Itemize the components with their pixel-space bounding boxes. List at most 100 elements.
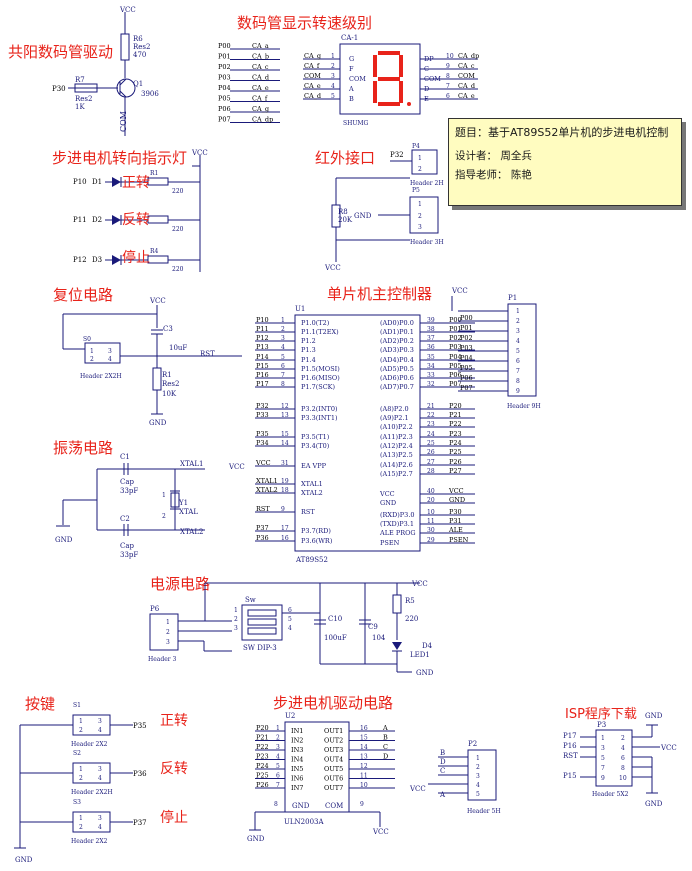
svg-text:R1: R1 (162, 371, 172, 379)
mcu-left-pin-num: 12 (281, 403, 289, 410)
mcu-right-net: P02 (449, 334, 462, 342)
mcu-left-net: P13 (256, 343, 269, 351)
mcu-left-pin-name: P3.2(INT0) (301, 405, 338, 413)
uln-in-pin: 6 (276, 773, 280, 780)
ca1-right-net: CA_dp (458, 52, 479, 60)
uln-in-net: P26 (256, 781, 269, 789)
svg-text:10: 10 (619, 775, 627, 782)
mcu-right-pin-name: (RXD)P3.0 (380, 511, 415, 519)
svg-text:Header 2X2H: Header 2X2H (80, 373, 122, 380)
p1-net: P02 (460, 334, 473, 342)
svg-text:D2: D2 (92, 216, 102, 224)
ca1-right-pin-num: 7 (446, 83, 450, 90)
oscillator-circuit: GND C1 Cap 33pF C2 Cap 33pF 1 2 Y1 XTAL … (55, 453, 205, 559)
uln-out-pin: 12 (360, 763, 368, 770)
svg-text:Header 5X2: Header 5X2 (592, 791, 629, 798)
svg-text:R5: R5 (405, 597, 415, 605)
mcu-right-pin-num: 32 (427, 381, 435, 388)
svg-text:8: 8 (621, 765, 625, 772)
svg-text:VCC: VCC (451, 287, 468, 295)
mcu-left-pin-num: 9 (281, 506, 285, 513)
svg-text:S0: S0 (83, 336, 91, 343)
mcu-left-pin-name: P3.7(RD) (301, 527, 331, 535)
mcu-right-net: P20 (449, 402, 462, 410)
uln-out-name: OUT2 (324, 737, 343, 745)
ca1-right-pin-name: COM (424, 75, 441, 83)
mcu-right-pin-num: 24 (427, 431, 435, 438)
ca-net-label: CA_a (252, 42, 269, 50)
mcu-vcc-label: VCC (228, 463, 245, 471)
mcu-right-pin-num: 23 (427, 421, 435, 428)
svg-text:1: 1 (79, 815, 83, 822)
mcu-right-pin-name: (A12)P2.4 (380, 442, 413, 450)
ca1-left-pin-num: 1 (331, 53, 335, 60)
mcu-right-pin-name: (AD2)P0.2 (380, 337, 414, 345)
key-s3: S3 12 34 Header 2X2 P37 停止 (20, 799, 188, 845)
ca-net-label: CA_g (252, 105, 269, 113)
p1-pin-num: 9 (516, 388, 520, 395)
title-mcu: 单片机主控制器 (327, 285, 432, 303)
mcu-right-pin-num: 33 (427, 372, 435, 379)
mcu-left-net: P11 (256, 325, 269, 333)
svg-text:VCC: VCC (149, 297, 166, 305)
ca1-left-pin-name: COM (349, 75, 366, 83)
mcu-right-pin-name: (A11)P2.3 (380, 433, 413, 441)
p1-pin-num: 1 (516, 308, 520, 315)
svg-text:U2: U2 (285, 712, 295, 720)
p0-net-label: P03 (218, 74, 231, 82)
svg-text:1: 1 (601, 735, 605, 742)
ca1-right-pin-name: D (424, 85, 429, 93)
mcu-left-pin-name: XTAL2 (301, 489, 323, 497)
svg-text:Res2: Res2 (162, 380, 179, 388)
svg-text:20K: 20K (338, 216, 353, 224)
svg-text:104: 104 (372, 634, 386, 642)
svg-text:3: 3 (108, 348, 112, 355)
title-common-anode: 共阳数码管驱动 (8, 43, 113, 61)
svg-text:2: 2 (418, 213, 422, 220)
svg-text:2: 2 (234, 616, 238, 623)
svg-text:9: 9 (601, 775, 605, 782)
svg-text:3: 3 (418, 224, 422, 231)
mcu-left-pin-name: EA VPP (301, 462, 327, 470)
mcu-left-pin-num: 31 (281, 460, 289, 467)
mcu-left-net: P12 (256, 334, 269, 342)
svg-text:4: 4 (98, 727, 102, 734)
mcu-left-pin-num: 13 (281, 412, 289, 419)
uln-in-pin: 3 (276, 744, 280, 751)
led-label-reverse: 反转 (122, 212, 150, 228)
mcu-right-pin-name: (A9)P2.1 (380, 414, 409, 422)
key-label-forward: 正转 (160, 713, 188, 729)
svg-text:2: 2 (79, 775, 83, 782)
svg-text:LED1: LED1 (410, 651, 430, 659)
p0-net-label: P05 (218, 95, 231, 103)
mcu-left-pin-name: P1.6(MISO) (301, 374, 340, 382)
p0-net-label: P04 (218, 84, 231, 92)
mcu-left-pin-num: 8 (281, 381, 285, 388)
p1-pin-num: 8 (516, 378, 520, 385)
led-label-stop: 停止 (122, 249, 150, 266)
svg-text:2: 2 (621, 735, 625, 742)
svg-text:4: 4 (288, 625, 292, 632)
mcu-right-pin-num: 27 (427, 459, 435, 466)
ca-net-label: CA_d (252, 74, 269, 82)
svg-text:GND: GND (416, 669, 434, 677)
p1-pin-num: 3 (516, 328, 520, 335)
uln-out-pin: 14 (360, 744, 368, 751)
ca1-type: SHUMG (343, 120, 369, 127)
header-p1: P1 Header 9H VCC (451, 287, 541, 410)
key-s1: S1 12 34 Header 2X2 P35 正转 (20, 702, 188, 748)
mcu-right-pin-name: (AD0)P0.0 (380, 319, 414, 327)
mcu-left-net: P14 (256, 353, 269, 361)
p1-net: P07 (460, 384, 473, 392)
ca1-right-pin-num: 8 (446, 73, 450, 80)
mcu-right-pin-num: 40 (427, 488, 435, 495)
p0-net-label: P01 (218, 53, 231, 61)
mcu-right-pin-name: (A10)P2.2 (380, 423, 413, 431)
mcu-left-pin-num: 19 (281, 478, 289, 485)
svg-text:Header 3: Header 3 (148, 656, 177, 663)
mcu-right-pin-num: 11 (427, 518, 435, 525)
